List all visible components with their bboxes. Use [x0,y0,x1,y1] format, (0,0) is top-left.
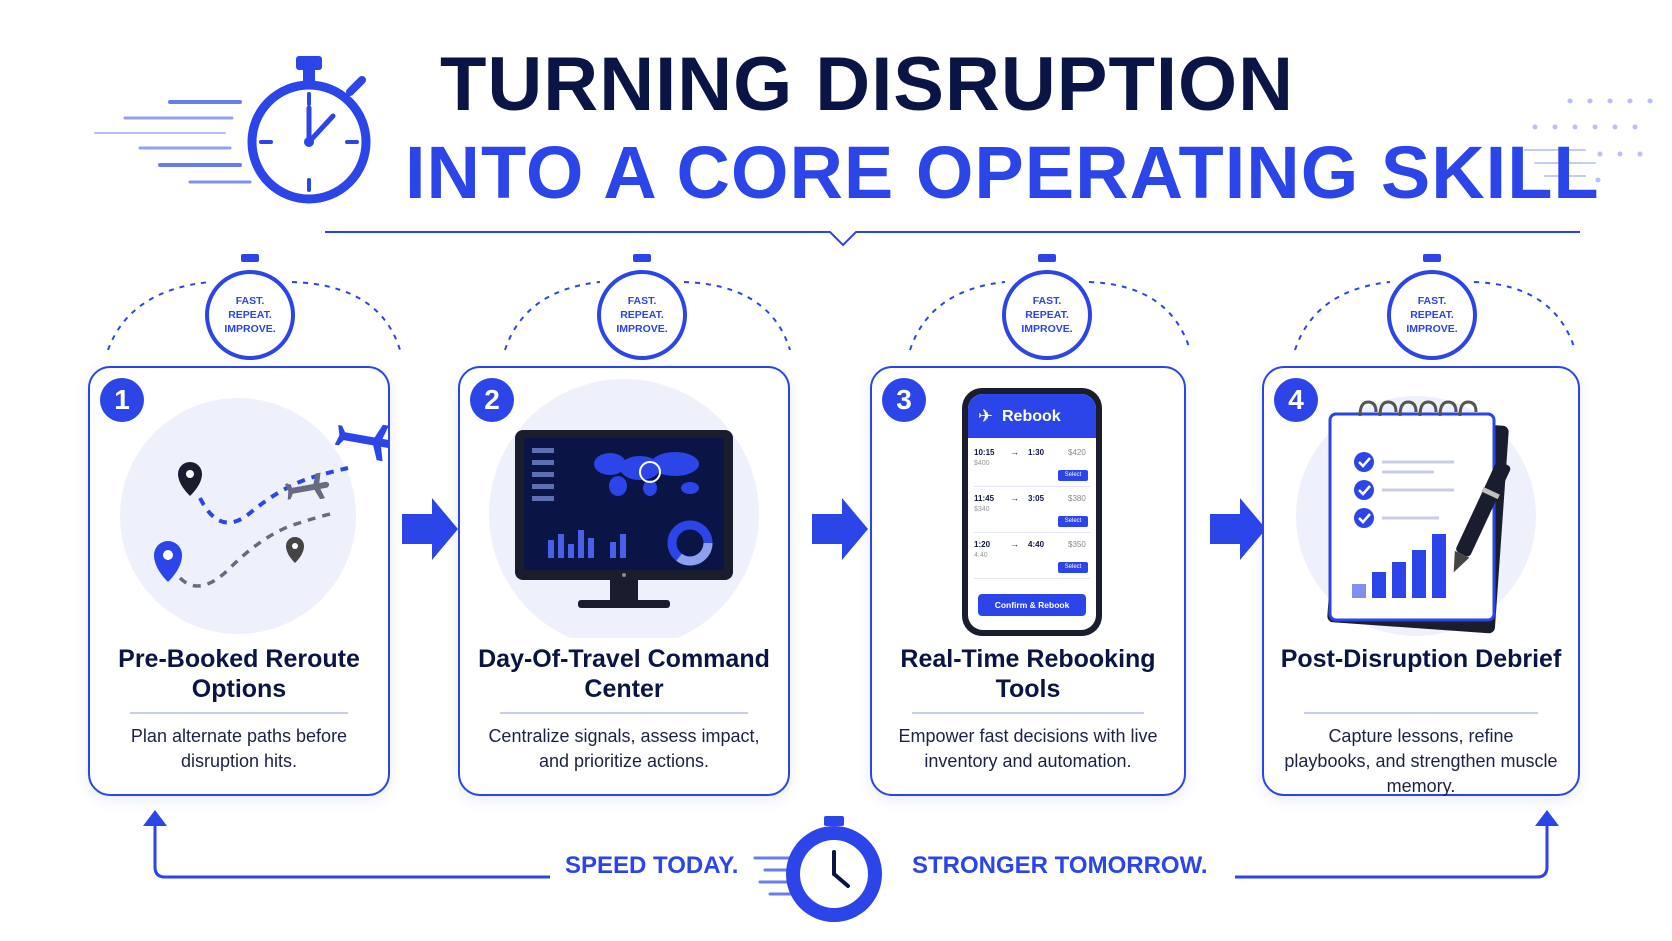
select-button[interactable]: Select [1058,470,1088,481]
timer-line-repeat: REPEAT. [620,309,664,321]
timer-badge-icon-4 [1387,254,1477,360]
arrow-right-icon [812,498,868,560]
phone-screen: ✈ Rebook 10:15 → 1:30 $420 $400 Select 1… [968,394,1096,630]
card-divider [1304,712,1538,714]
page-title-line2: INTO A CORE OPERATING SKILL [405,131,1600,214]
step-description: Empower fast decisions with live invento… [898,726,1158,771]
step-arrows [402,498,1266,560]
timer-badge-icon-1 [205,254,295,360]
confirm-rebook-button[interactable]: Confirm & Rebook [978,594,1086,616]
step-description: Centralize signals, assess impact, and p… [488,726,760,771]
card-divider [130,712,348,714]
arrow-icon: → [1010,539,1019,549]
timer-line-repeat: REPEAT. [1410,309,1454,321]
header-divider [325,231,1580,247]
timer-line-improve: IMPROVE. [616,323,668,335]
decorative-dots [1532,98,1653,183]
timer-badges [205,254,1477,360]
footer-stopwatch-icon [753,816,882,922]
loop-arrowhead-left [143,810,167,826]
timer-badge-label-1: FAST. REPEAT. IMPROVE. [215,294,285,336]
timer-line-fast: FAST. [1032,295,1062,307]
feedback-loop [153,822,1549,879]
arrow-icon: → [1010,493,1019,503]
notepad-checklist-icon [1296,396,1536,636]
card-divider [912,712,1144,714]
airplane-icon: ✈ [978,406,994,426]
step-card-3: 3 ✈ Rebook 10:15 → 1:30 $420 $400 Select… [870,366,1186,796]
route-map-icon [120,398,388,634]
footer-label-left: SPEED TODAY. [565,852,739,879]
timer-badge-label-4: FAST. REPEAT. IMPROVE. [1397,294,1467,336]
step-number-badge: 3 [882,378,926,422]
phone-title: Rebook [1002,408,1061,425]
step-title: Real-Time Rebooking Tools [900,645,1156,703]
timer-line-fast: FAST. [1417,295,1447,307]
flight-option-1[interactable]: 10:15 → 1:30 $420 $400 Select [974,446,1090,487]
timer-line-repeat: REPEAT. [228,309,272,321]
step-description: Capture lessons, refine playbooks, and s… [1284,726,1558,796]
timer-badge-icon-3 [1002,254,1092,360]
step-title: Post-Disruption Debrief [1280,645,1562,673]
dashed-arcs [107,281,1576,351]
step-number-badge: 2 [470,378,514,422]
step-description: Plan alternate paths before disruption h… [130,726,348,771]
footer-label-right: STRONGER TOMORROW. [912,852,1208,879]
speed-lines-left [94,100,252,184]
timer-line-improve: IMPROVE. [1406,323,1458,335]
flight-option-3[interactable]: 1:20 → 4:40 $350 4:40 Select [974,538,1090,579]
check-icon [1354,452,1374,528]
speed-lines-right [1524,149,1596,177]
timer-badge-label-2: FAST. REPEAT. IMPROVE. [607,294,677,336]
phone-header: ✈ Rebook [968,394,1096,438]
step-number-badge: 4 [1274,378,1318,422]
flight-option-2[interactable]: 11:45 → 3:05 $380 $340 Select [974,492,1090,533]
page-title-line1: TURNING DISRUPTION [440,42,1294,127]
card-divider [500,712,748,714]
loop-arrowhead-right [1535,810,1559,826]
arrow-right-icon [402,498,458,560]
timer-badge-icon-2 [597,254,687,360]
select-button[interactable]: Select [1058,516,1088,527]
timer-line-fast: FAST. [235,295,265,307]
monitor-dashboard-icon [489,379,759,638]
timer-line-improve: IMPROVE. [1021,323,1073,335]
step-title: Day-Of-Travel Command Center [478,645,770,703]
step-number-badge: 1 [100,378,144,422]
timer-line-improve: IMPROVE. [224,323,276,335]
timer-badge-label-3: FAST. REPEAT. IMPROVE. [1012,294,1082,336]
arrow-icon: → [1010,447,1019,457]
timer-line-repeat: REPEAT. [1025,309,1069,321]
timer-line-fast: FAST. [627,295,657,307]
select-button[interactable]: Select [1058,562,1088,573]
step-card-2: 2 Day-Of-Travel Command Center Centraliz… [458,366,790,796]
step-card-1: 1 Pre-Booked Reroute Options Plan altern… [88,366,390,796]
phone-frame: ✈ Rebook 10:15 → 1:30 $420 $400 Select 1… [962,388,1102,636]
step-title: Pre-Booked Reroute Options [118,645,360,703]
step-card-4: 4 Post-Disruption Debrief Capture lesson… [1262,366,1580,796]
arrow-right-icon [1210,498,1266,560]
header-stopwatch-icon [247,56,371,204]
